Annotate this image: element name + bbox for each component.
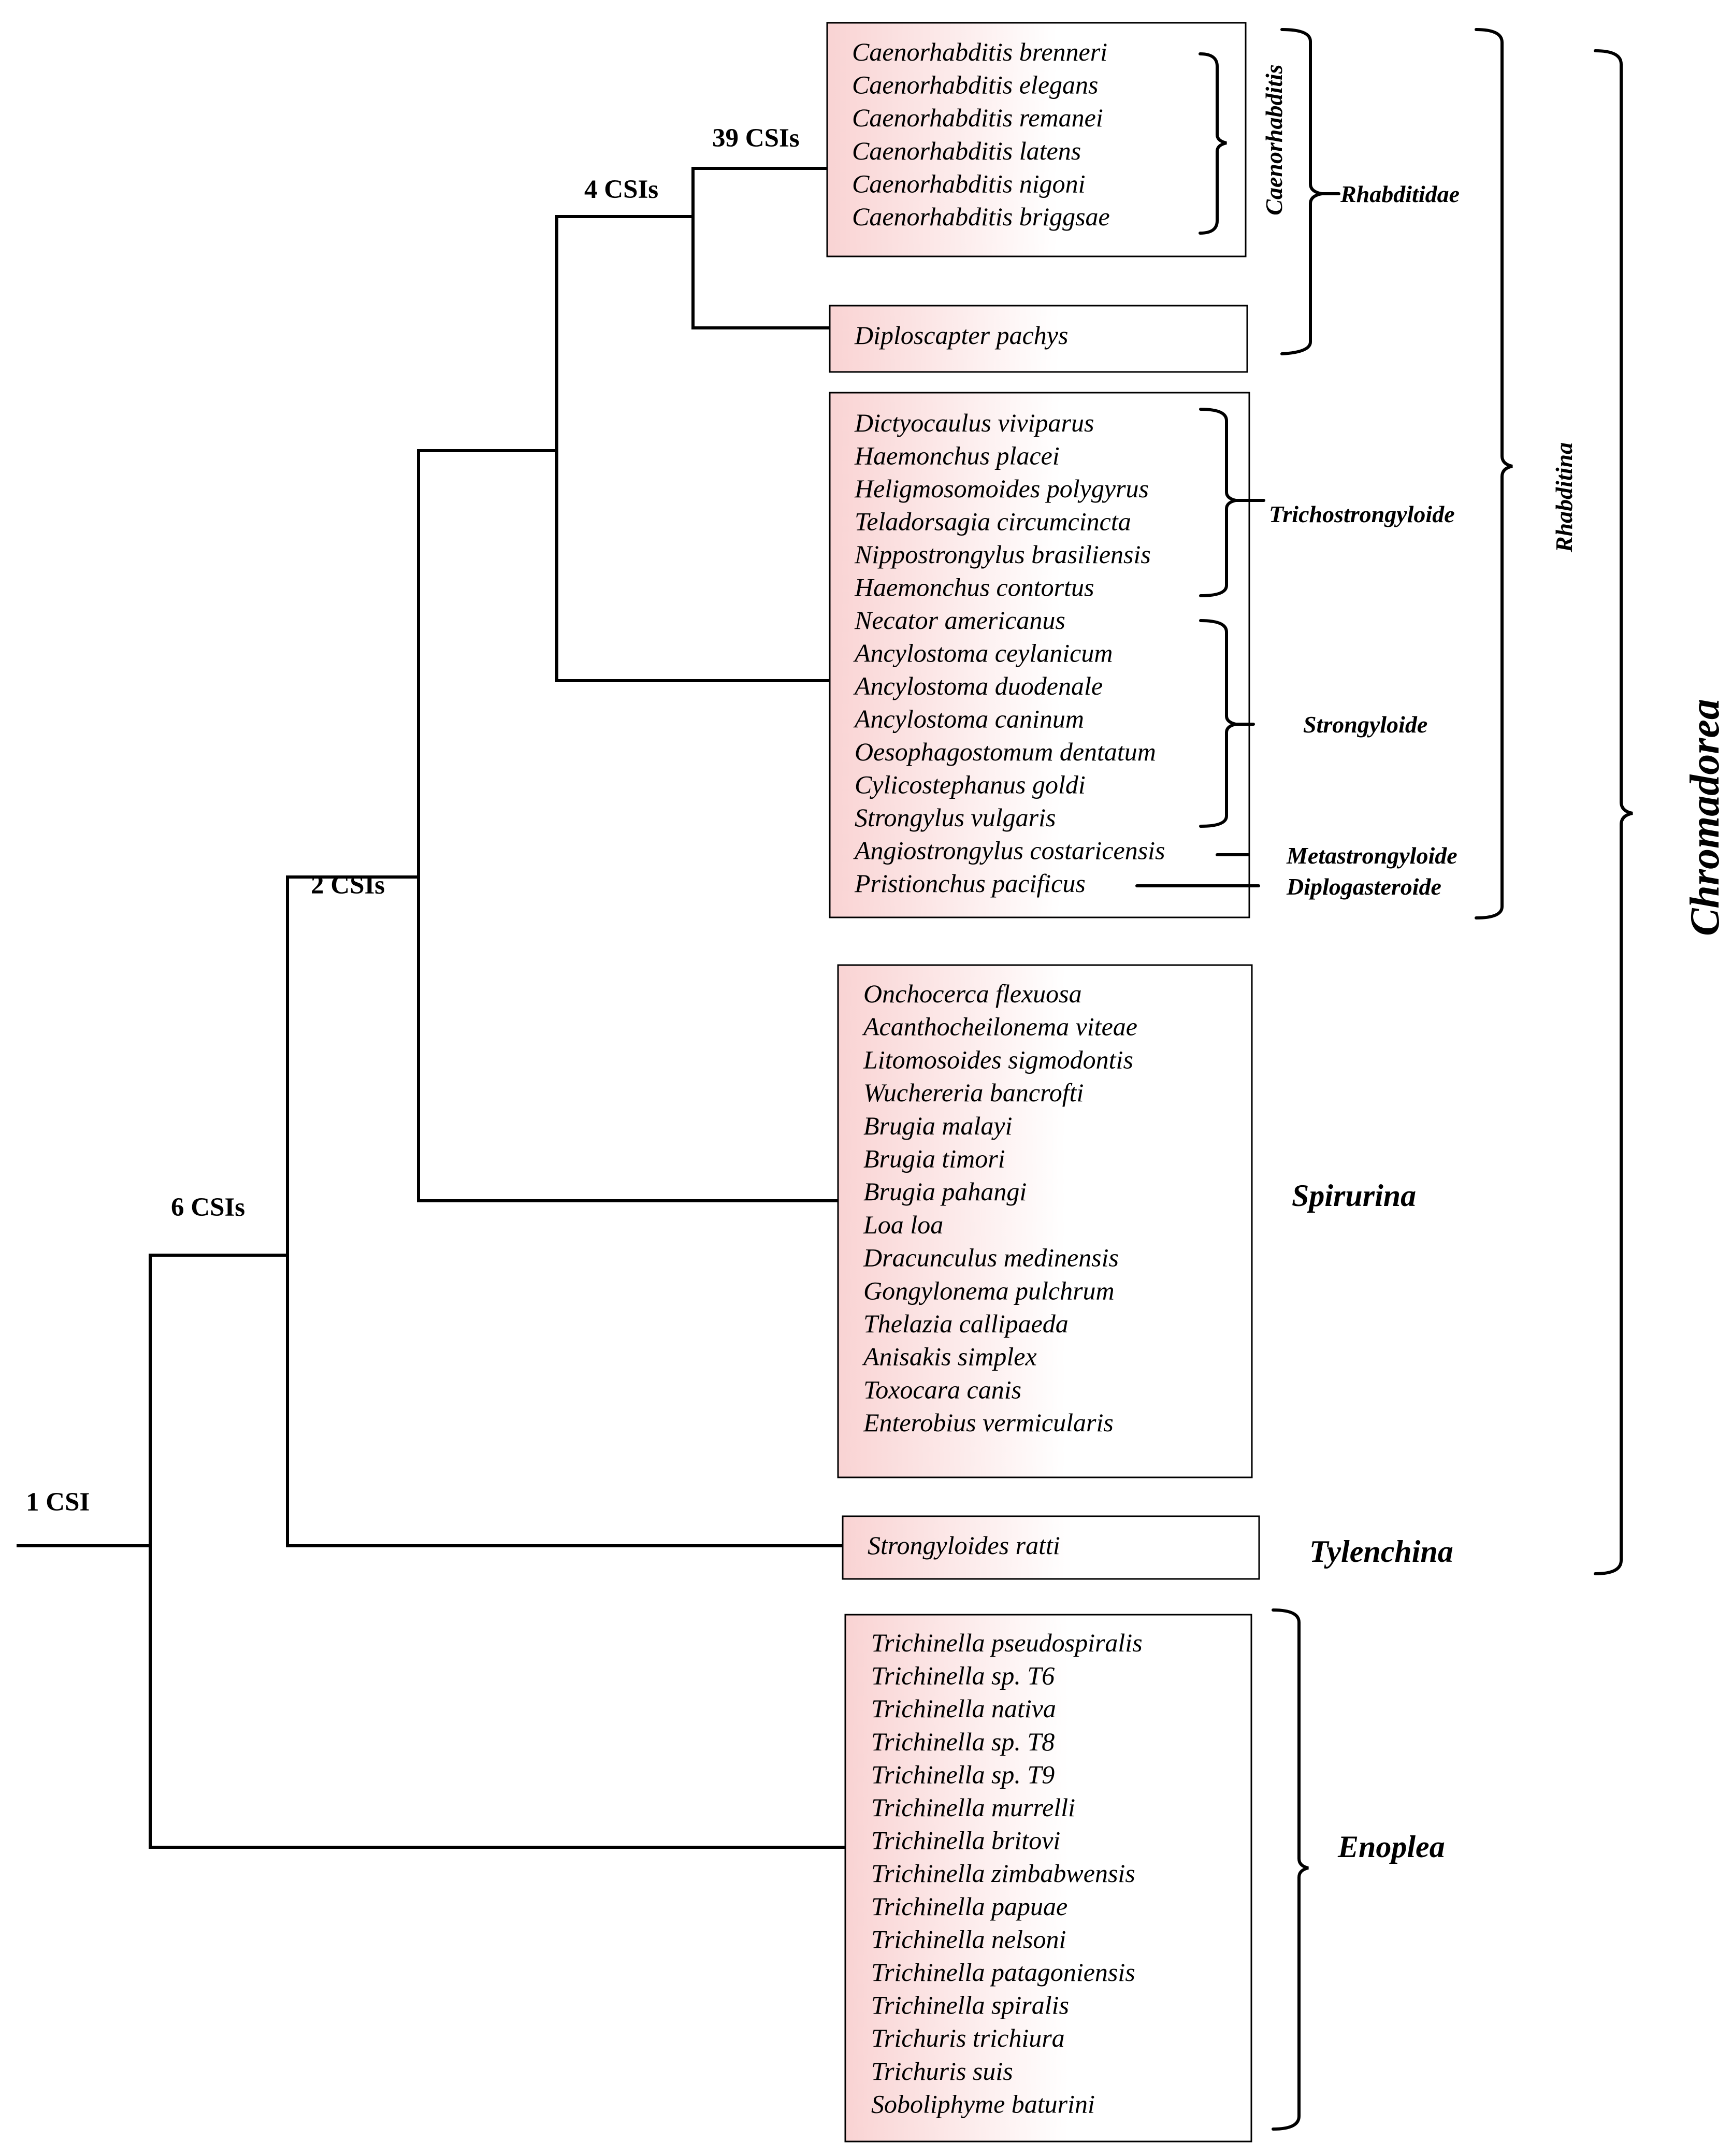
species-label: Caenorhabditis nigoni bbox=[852, 169, 1086, 198]
diploscapter-box bbox=[829, 305, 1248, 373]
enoplea-label: Enoplea bbox=[1337, 1830, 1445, 1864]
csi-label-chromadorea: 6 CSIs bbox=[171, 1193, 245, 1222]
species-label: Soboliphyme baturini bbox=[871, 2089, 1095, 2118]
group-brackets bbox=[1135, 28, 1633, 2131]
species-label: Trichinella sp. T6 bbox=[871, 1661, 1055, 1690]
species-label: Brugia pahangi bbox=[863, 1177, 1027, 1206]
species-label: Cylicostephanus goldi bbox=[855, 770, 1086, 799]
chromadorea-bracket bbox=[1594, 49, 1633, 1575]
species-label: Oesophagostomum dentatum bbox=[855, 737, 1156, 766]
species-label: Trichinella nelsoni bbox=[871, 1924, 1066, 1953]
csi-labels: 1 CSI 6 CSIs 2 CSIs 4 CSIs 39 CSIs bbox=[26, 124, 800, 1517]
species-label: Onchocerca flexuosa bbox=[863, 979, 1082, 1008]
species-label: Wuchereria bancrofti bbox=[863, 1078, 1084, 1107]
tree-branches bbox=[17, 167, 847, 1849]
species-label: Haemonchus contortus bbox=[854, 573, 1094, 602]
species-label: Trichuris trichiura bbox=[871, 2023, 1065, 2052]
species-label: Caenorhabditis briggsae bbox=[852, 202, 1110, 231]
diplogasteroide-label: Diplogasteroide bbox=[1286, 873, 1441, 900]
csi-label-caenorhabditis: 39 CSIs bbox=[712, 124, 800, 153]
species-label: Necator americanus bbox=[854, 606, 1065, 635]
species-label: Trichinella patagoniensis bbox=[871, 1958, 1135, 1987]
species-label: Trichinella papuae bbox=[871, 1892, 1067, 1921]
species-label: Diploscapter pachys bbox=[854, 321, 1068, 350]
rhabditina-label: Rhabditina bbox=[1551, 442, 1577, 553]
species-label: Caenorhabditis brenneri bbox=[852, 37, 1107, 66]
species-label: Heligmosomoides polygyrus bbox=[854, 474, 1149, 503]
rhabditidae-label: Rhabditidae bbox=[1340, 181, 1460, 207]
species-label: Trichuris suis bbox=[871, 2057, 1013, 2086]
species-label: Trichinella murrelli bbox=[871, 1793, 1075, 1822]
species-label: Caenorhabditis elegans bbox=[852, 70, 1098, 99]
tylenchina-box bbox=[842, 1515, 1260, 1580]
caenorhabditis-box bbox=[826, 22, 1247, 257]
species-label: Enterobius vermicularis bbox=[863, 1408, 1114, 1437]
species-label: Anisakis simplex bbox=[862, 1342, 1037, 1371]
caenorhabditis-label: Caenorhabditis bbox=[1261, 64, 1287, 215]
strongyloidea-box bbox=[829, 392, 1250, 918]
species-label: Ancylostoma caninum bbox=[853, 705, 1084, 734]
species-label: Teladorsagia circumcincta bbox=[855, 507, 1131, 536]
species-label: Dracunculus medinensis bbox=[863, 1243, 1119, 1272]
species-label: Strongyloides ratti bbox=[868, 1531, 1060, 1560]
species-label: Ancylostoma ceylanicum bbox=[853, 639, 1113, 668]
group-labels: Caenorhabditis Rhabditidae Trichostrongy… bbox=[1261, 64, 1728, 1864]
species-label: Gongylonema pulchrum bbox=[863, 1276, 1115, 1305]
species-label: Thelazia callipaeda bbox=[863, 1309, 1069, 1338]
species-label: Nippostrongylus brasiliensis bbox=[854, 540, 1151, 569]
species-label: Litomosoides sigmodontis bbox=[863, 1045, 1133, 1074]
trichostrongyloide-label: Trichostrongyloide bbox=[1269, 501, 1455, 527]
species-label: Ancylostoma duodenale bbox=[853, 671, 1103, 700]
species-label: Caenorhabditis remanei bbox=[852, 103, 1103, 132]
species-label: Dictyocaulus viviparus bbox=[854, 408, 1094, 437]
species-label: Trichinella sp. T8 bbox=[871, 1727, 1055, 1756]
strongyloide-label: Strongyloide bbox=[1303, 711, 1427, 738]
species-label: Acanthocheilonema viteae bbox=[862, 1012, 1137, 1041]
csi-label-rhabditina: 4 CSIs bbox=[584, 175, 658, 204]
rhabditidae-bracket bbox=[1280, 28, 1322, 355]
species-label: Angiostrongylus costaricensis bbox=[853, 836, 1165, 865]
species-label: Toxocara canis bbox=[863, 1375, 1021, 1404]
csi-label-root: 1 CSI bbox=[26, 1488, 90, 1517]
enoplea-bracket bbox=[1272, 1608, 1309, 2131]
metastrongyloide-label: Metastrongyloide bbox=[1286, 842, 1457, 869]
spirurina-box bbox=[837, 964, 1253, 1478]
species-label: Haemonchus placei bbox=[854, 441, 1060, 470]
species-label: Trichinella britovi bbox=[871, 1826, 1060, 1855]
species-label: Trichinella pseudospiralis bbox=[871, 1628, 1143, 1657]
tylenchina-label: Tylenchina bbox=[1309, 1534, 1453, 1569]
csi-label-rhabditina-spirurina: 2 CSIs bbox=[311, 871, 385, 900]
species-label: Loa loa bbox=[863, 1210, 943, 1239]
rhabditina-bracket bbox=[1475, 28, 1513, 919]
species-label: Trichinella nativa bbox=[871, 1694, 1056, 1723]
species-label: Pristionchus pacificus bbox=[854, 869, 1086, 898]
species-label: Brugia malayi bbox=[863, 1111, 1012, 1140]
species-label: Trichinella spiralis bbox=[871, 1991, 1069, 2020]
caenorhabditis-bracket bbox=[1199, 52, 1227, 235]
species-label: Trichinella zimbabwensis bbox=[871, 1859, 1135, 1888]
species-label: Brugia timori bbox=[863, 1144, 1005, 1173]
species-label: Strongylus vulgaris bbox=[855, 803, 1056, 832]
enoplea-box bbox=[844, 1614, 1252, 2143]
clade-boxes bbox=[826, 22, 1260, 2143]
spirurina-label: Spirurina bbox=[1292, 1178, 1416, 1213]
species-label: Caenorhabditis latens bbox=[852, 136, 1081, 165]
chromadorea-label: Chromadorea bbox=[1682, 699, 1728, 936]
species-label: Trichinella sp. T9 bbox=[871, 1760, 1055, 1789]
